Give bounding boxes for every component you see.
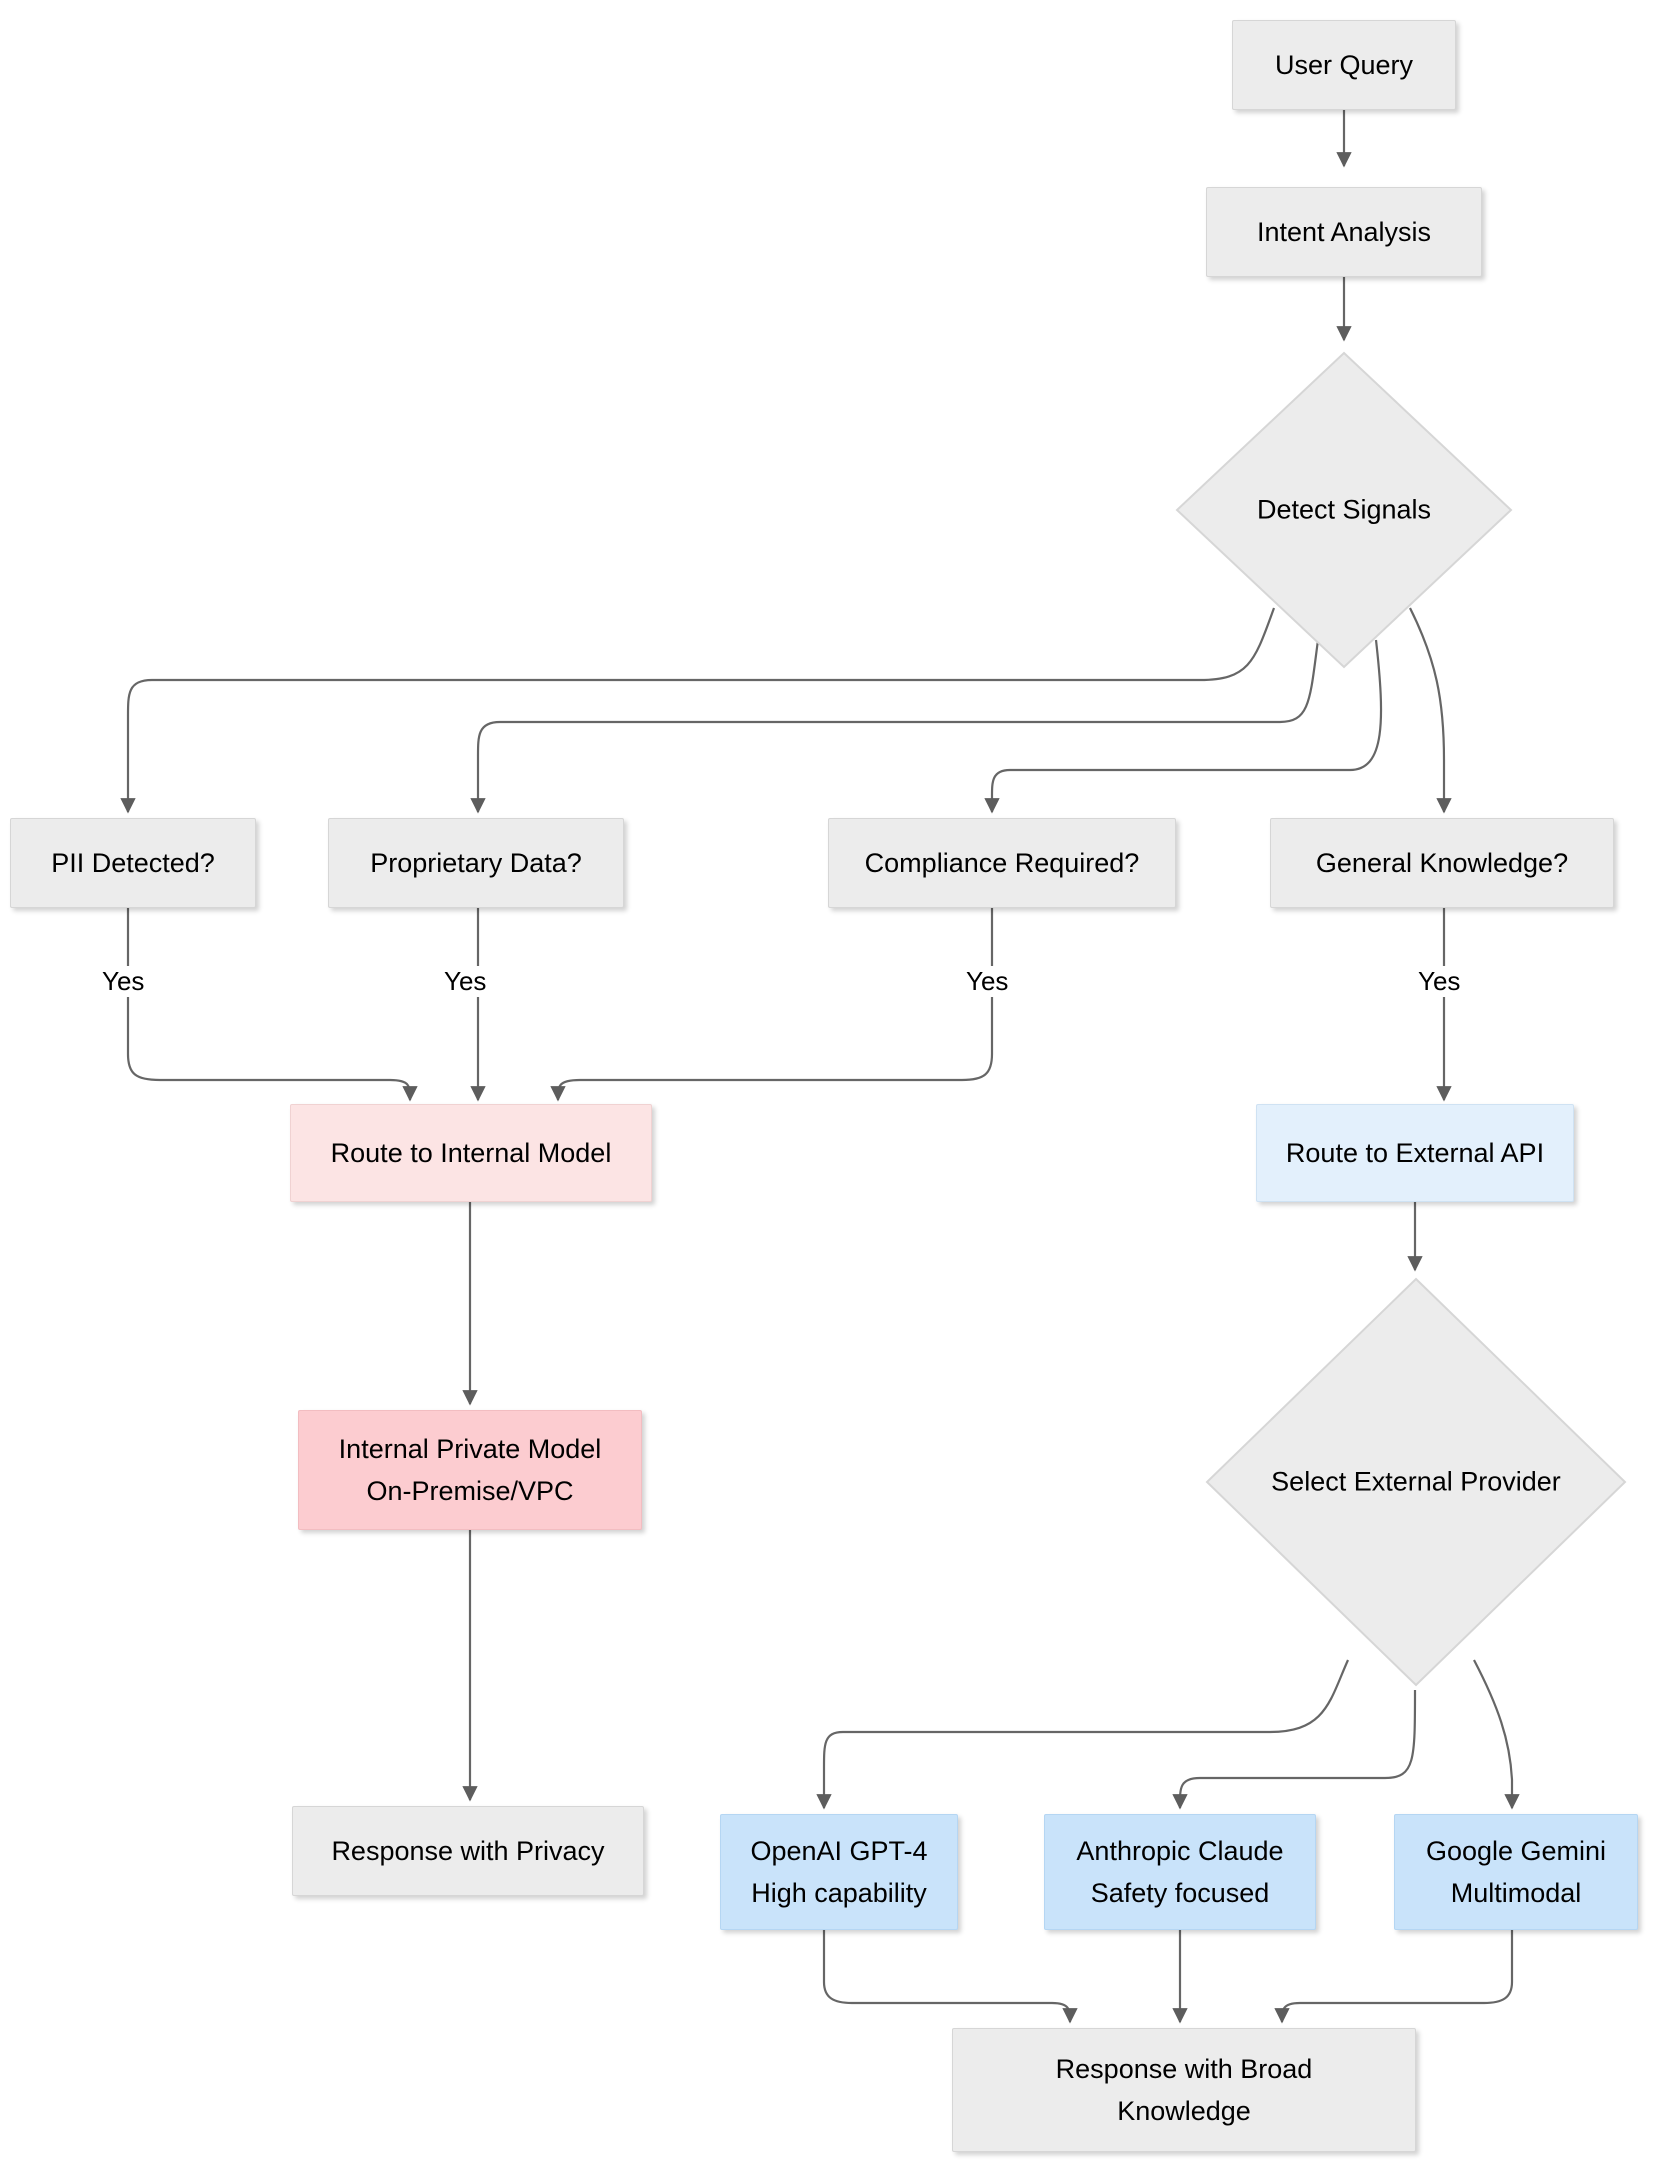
- node-proprietary-data[interactable]: Proprietary Data?: [328, 818, 624, 908]
- node-openai-gpt4-line1: OpenAI GPT-4: [750, 1836, 928, 1866]
- node-response-with-broad-knowledge-line1: Response with Broad: [1055, 2054, 1313, 2084]
- node-intent-analysis-label: Intent Analysis: [1256, 217, 1432, 247]
- edge-pii-routeinternal: [126, 908, 418, 1102]
- node-route-internal-model-label: Route to Internal Model: [330, 1138, 612, 1168]
- node-pii-detected-label: PII Detected?: [51, 848, 215, 878]
- node-general-knowledge-label: General Knowledge?: [1315, 848, 1569, 878]
- edge-label-pii-yes: Yes: [98, 966, 149, 997]
- node-select-external-provider[interactable]: Select External Provider: [1204, 1276, 1628, 1688]
- node-pii-detected[interactable]: PII Detected?: [10, 818, 256, 908]
- node-intent-analysis[interactable]: Intent Analysis: [1206, 187, 1482, 277]
- edge-compliance-routeinternal: [550, 908, 994, 1102]
- edge-google-responsebroad: [1274, 1930, 1514, 2024]
- edge-selectprovider-anthropic: [1172, 1689, 1417, 1810]
- node-internal-private-model-line1: Internal Private Model: [338, 1434, 602, 1464]
- node-route-external-api[interactable]: Route to External API: [1256, 1104, 1574, 1202]
- node-select-external-provider-label: Select External Provider: [1271, 1466, 1561, 1497]
- edge-openai-responsebroad: [822, 1930, 1078, 2024]
- node-user-query[interactable]: User Query: [1232, 20, 1456, 110]
- node-route-external-api-label: Route to External API: [1285, 1138, 1545, 1168]
- node-response-with-broad-knowledge[interactable]: Response with Broad Knowledge: [952, 2028, 1416, 2152]
- node-anthropic-claude-line2: Safety focused: [1090, 1878, 1270, 1908]
- edge-label-proprietary-yes: Yes: [440, 966, 491, 997]
- node-google-gemini[interactable]: Google Gemini Multimodal: [1394, 1814, 1638, 1930]
- node-response-with-privacy[interactable]: Response with Privacy: [292, 1806, 644, 1896]
- node-detect-signals[interactable]: Detect Signals: [1174, 350, 1514, 670]
- diamond-shape: [1205, 1277, 1627, 1687]
- node-response-with-broad-knowledge-line2: Knowledge: [1117, 2096, 1251, 2126]
- node-openai-gpt4[interactable]: OpenAI GPT-4 High capability: [720, 1814, 958, 1930]
- node-user-query-label: User Query: [1274, 50, 1414, 80]
- node-response-with-privacy-label: Response with Privacy: [331, 1836, 605, 1866]
- edge-label-compliance-yes: Yes: [962, 966, 1013, 997]
- node-internal-private-model[interactable]: Internal Private Model On-Premise/VPC: [298, 1410, 642, 1530]
- node-openai-gpt4-line2: High capability: [751, 1878, 927, 1908]
- node-anthropic-claude[interactable]: Anthropic Claude Safety focused: [1044, 1814, 1316, 1930]
- node-internal-private-model-line2: On-Premise/VPC: [366, 1476, 574, 1506]
- node-route-internal-model[interactable]: Route to Internal Model: [290, 1104, 652, 1202]
- node-proprietary-data-label: Proprietary Data?: [370, 848, 582, 878]
- node-detect-signals-label: Detect Signals: [1256, 494, 1432, 525]
- node-anthropic-claude-line1: Anthropic Claude: [1076, 1836, 1284, 1866]
- node-google-gemini-line2: Multimodal: [1450, 1878, 1582, 1908]
- node-google-gemini-line1: Google Gemini: [1425, 1836, 1607, 1866]
- edge-label-general-yes: Yes: [1414, 966, 1465, 997]
- node-compliance-required-label: Compliance Required?: [864, 848, 1140, 878]
- edge-detect-pii: [120, 607, 1276, 814]
- node-compliance-required[interactable]: Compliance Required?: [828, 818, 1176, 908]
- node-general-knowledge[interactable]: General Knowledge?: [1270, 818, 1614, 908]
